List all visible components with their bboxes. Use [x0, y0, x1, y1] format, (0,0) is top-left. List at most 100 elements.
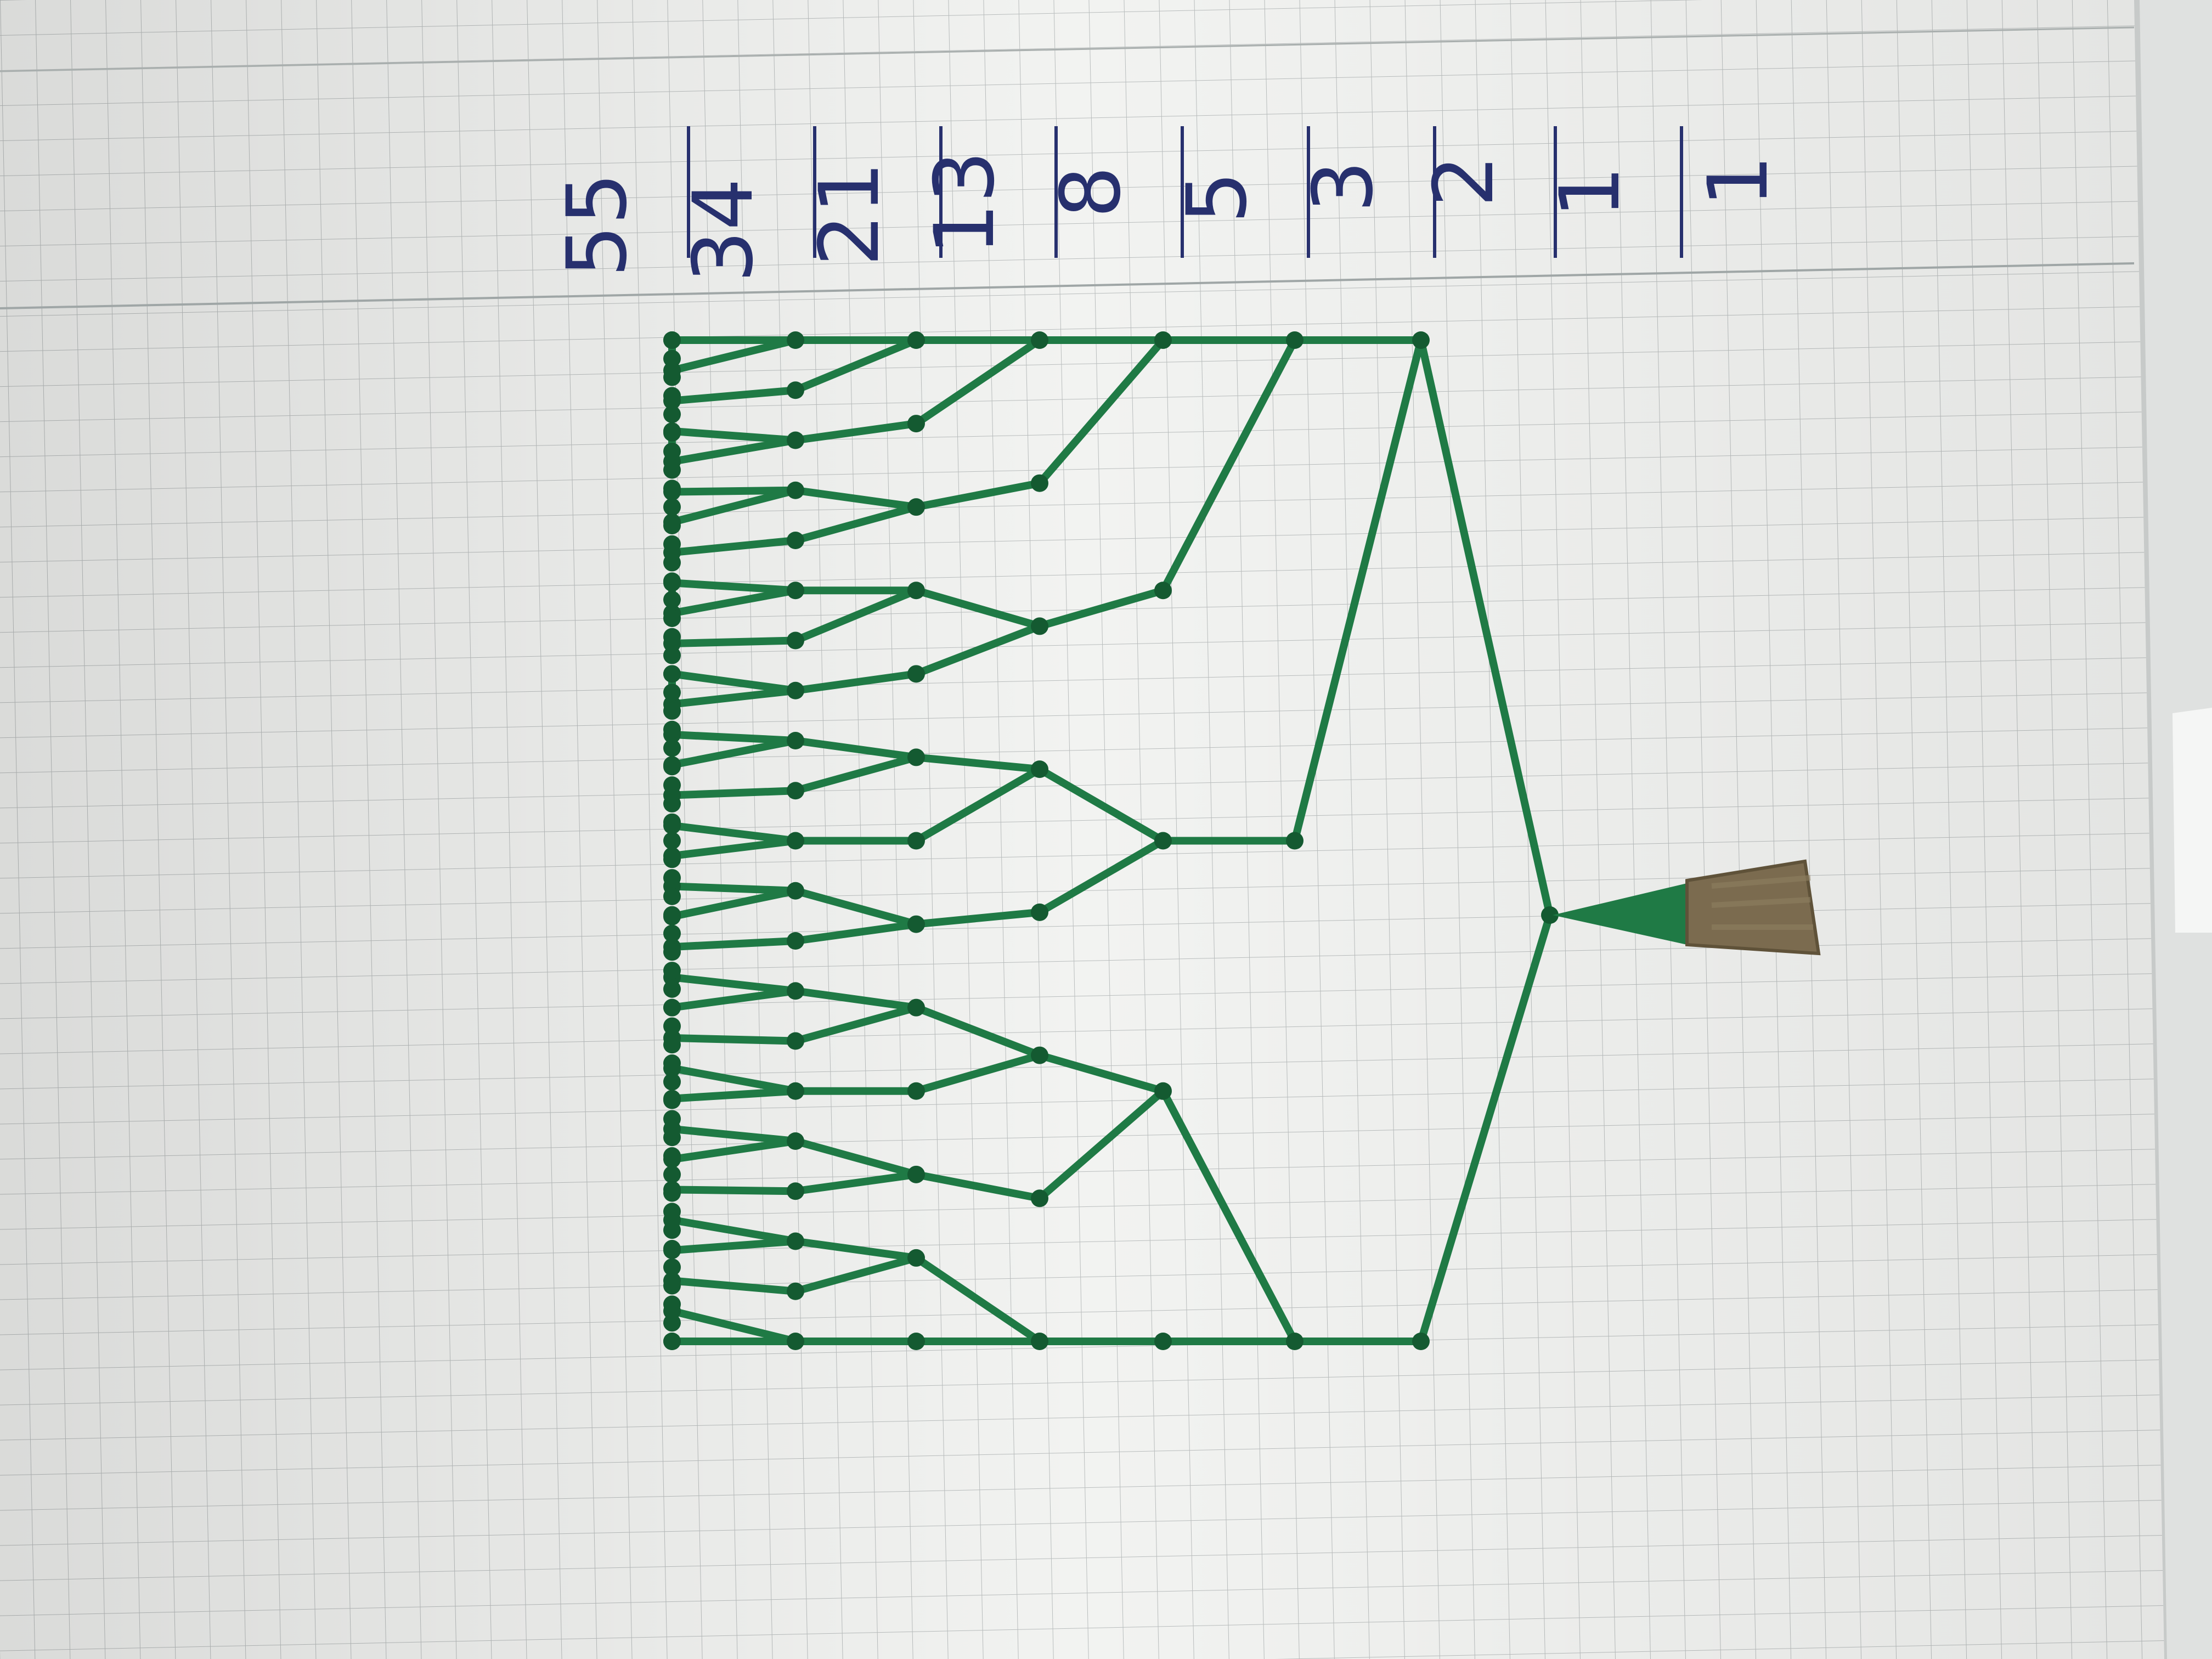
- tree-branch: [792, 670, 920, 695]
- tree-branch: [668, 730, 799, 744]
- tree-branch: [912, 622, 1043, 678]
- tree-node: [663, 794, 681, 812]
- tree-branch: [668, 1125, 799, 1145]
- tree-branch: [792, 1137, 920, 1178]
- tree-branch: [792, 987, 920, 1012]
- tree-branch: [668, 787, 799, 799]
- tree-branch: [668, 537, 799, 557]
- tree-node: [787, 681, 804, 699]
- tree-node: [663, 516, 681, 534]
- tree-node: [787, 832, 804, 850]
- tree-node: [907, 582, 925, 600]
- tree-node: [663, 461, 681, 479]
- tree-node: [787, 1232, 804, 1250]
- tree-node: [663, 387, 681, 405]
- tree-node: [663, 1128, 681, 1147]
- tree-node: [663, 331, 681, 349]
- tree-node: [787, 481, 804, 499]
- sequence-label-6: 5: [1170, 171, 1265, 223]
- tree-branch: [668, 737, 799, 769]
- tree-branch: [668, 427, 799, 444]
- tree-branch: [1036, 336, 1167, 487]
- tree-node: [663, 1314, 681, 1332]
- sequence-label-10: 1: [1691, 155, 1786, 207]
- tree-branch: [1036, 837, 1167, 916]
- tree-node: [907, 415, 925, 433]
- tree-branch: [792, 486, 920, 511]
- tree-branch: [668, 837, 799, 860]
- tree-node: [663, 609, 681, 627]
- tree-node: [663, 405, 681, 424]
- tree-node: [663, 850, 681, 868]
- tree-branch: [1159, 336, 1299, 595]
- tree-node: [663, 684, 681, 702]
- tree-node: [787, 1182, 804, 1200]
- tree-node: [787, 1032, 804, 1050]
- tree-node: [663, 554, 681, 572]
- tree-branch: [792, 753, 920, 795]
- margin-line: [0, 262, 2135, 309]
- tree-node: [1154, 832, 1172, 850]
- tree-branch: [668, 686, 799, 708]
- tree-node: [663, 349, 681, 368]
- tree-node: [1541, 906, 1559, 924]
- tree-branch: [792, 1170, 920, 1195]
- tree-node: [663, 869, 681, 887]
- tree-branch: [668, 579, 799, 595]
- tree-node: [1031, 1333, 1048, 1350]
- tree-node: [787, 381, 804, 399]
- tree-node: [663, 1203, 681, 1221]
- tree-branch: [668, 586, 799, 617]
- tree-node: [907, 1165, 925, 1183]
- tree-branch: [668, 987, 799, 1012]
- sequence-label-8: 2: [1417, 155, 1512, 207]
- tree-branch: [792, 1237, 920, 1262]
- tree-branch: [912, 586, 1043, 630]
- tree-node: [663, 479, 681, 498]
- sequence-label-2: 34: [676, 178, 771, 283]
- tree-node: [907, 1333, 925, 1350]
- tree-node: [663, 739, 681, 757]
- tree-branch: [668, 1307, 799, 1345]
- tree-node: [663, 1073, 681, 1091]
- tree-node: [663, 591, 681, 609]
- tree-node: [663, 1277, 681, 1295]
- tree-node: [787, 782, 804, 800]
- tree-branch: [668, 1216, 799, 1245]
- tree-node: [663, 1221, 681, 1239]
- fibonacci-tree-drawing: [663, 331, 1559, 1350]
- tree-node: [1031, 474, 1048, 492]
- tree-node: [663, 943, 681, 961]
- tree-node: [787, 732, 804, 749]
- tree-node: [663, 980, 681, 998]
- tree-branch: [668, 1087, 799, 1103]
- tree-branch: [912, 479, 1043, 511]
- tree-node: [663, 1295, 681, 1313]
- tree-node: [907, 665, 925, 683]
- tree-node: [907, 331, 925, 349]
- tree-node: [663, 572, 681, 590]
- tree-branch: [912, 765, 1043, 845]
- tree-node: [663, 906, 681, 924]
- tree-branch: [792, 1003, 920, 1045]
- tree-branch: [1036, 1051, 1167, 1095]
- tree-branch: [668, 670, 799, 695]
- tree-node: [663, 887, 681, 905]
- tree-node: [663, 1017, 681, 1035]
- tree-node: [1031, 1189, 1048, 1207]
- tree-node: [663, 1333, 681, 1350]
- sequence-label-7: 3: [1296, 160, 1391, 212]
- tree-branch: [668, 973, 799, 995]
- tree-branch: [1036, 1087, 1167, 1203]
- tree-node: [787, 1333, 804, 1350]
- tree-node: [663, 628, 681, 646]
- sequence-label-1: 55: [550, 173, 645, 278]
- tree-branch: [1291, 336, 1425, 845]
- tree-node: [663, 1110, 681, 1128]
- tree-branch: [792, 1254, 920, 1295]
- graph-paper-sheet: [0, 0, 2164, 1659]
- tree-node: [663, 813, 681, 831]
- tree-node: [663, 646, 681, 664]
- tree-node: [663, 1036, 681, 1054]
